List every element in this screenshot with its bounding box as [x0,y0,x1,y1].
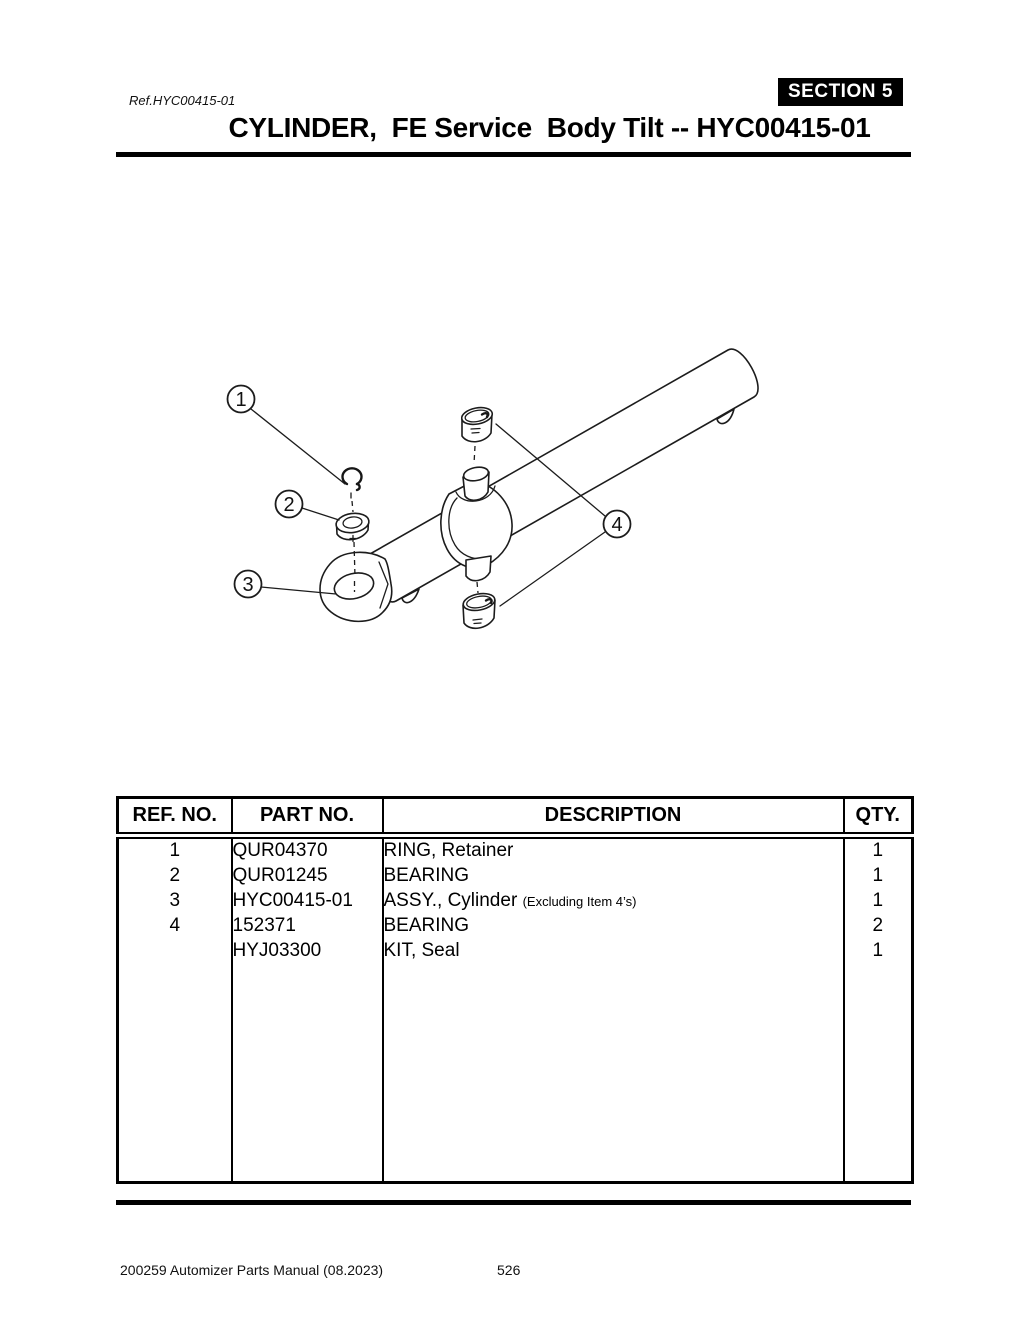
leader-line-1 [250,408,346,485]
cell-part-no: QUR04370 [230,835,384,864]
cell-qty: 1 [842,939,914,964]
cell-description: BEARING [381,864,845,889]
retaining-ring [341,467,363,486]
cell-ref-no: 4 [116,914,233,939]
callout-1-circle [226,384,256,414]
lower-bearing-top [462,592,496,612]
column-header-ref-no: REF. NO. [116,797,233,839]
upper-bearing-bore [464,409,490,423]
reference-label: Ref.HYC00415-01 [129,93,236,108]
description-text: BEARING [383,915,470,936]
trunnion-collar-rim [448,497,487,560]
callout-3-circle [233,569,263,599]
port-boss-right [716,408,735,425]
cell-qty: 1 [842,864,914,889]
table-row: 3 HYC00415-01 ASSY., Cylinder (Excluding… [116,889,914,914]
parts-table-container: REF. NO. PART NO. DESCRIPTION QTY. 1 QUR… [116,796,914,1184]
callout-2-circle [274,489,304,519]
cell-description: ASSY., Cylinder (Excluding Item 4’s) [381,889,845,914]
upper-pin-base [455,485,496,502]
cell-qty: 1 [842,889,914,914]
title-divider-rule [116,152,911,157]
cell-part-no: 152371 [230,914,384,939]
table-row: 4 152371 BEARING 2 [116,914,914,939]
leader-line-3 [260,586,337,595]
bearing-item2-body [335,520,370,541]
parts-table: REF. NO. PART NO. DESCRIPTION QTY. 1 QUR… [116,796,914,1184]
upper-pin-top-face [462,466,490,482]
callout-1-number: 1 [235,389,246,411]
description-text: RING, Retainer [383,840,514,861]
bearing-item2-bore [342,516,363,529]
callout-3-number: 3 [242,574,253,596]
callout-4-number: 4 [611,514,622,536]
cell-description: KIT, Seal [381,939,845,964]
cell-part-no: QUR01245 [230,864,384,889]
upper-bearing-body [461,413,493,443]
description-text: ASSY., Cylinder [383,890,518,911]
rod-end-facet [378,561,389,609]
table-row: 2 QUR01245 BEARING 1 [116,864,914,889]
description-text: KIT, Seal [383,940,460,961]
leader-line-4b [499,531,606,607]
footer-divider-rule [116,1200,911,1205]
empty-cell [842,964,914,1183]
description-text: BEARING [383,865,470,886]
section-badge: SECTION 5 [778,78,903,106]
cell-part-no: HYJ03300 [230,939,384,964]
footer-page-number: 526 [497,1262,521,1278]
rod-end-eye-hole [333,572,375,600]
footer-manual-label: 200259 Automizer Parts Manual (08.2023) [120,1262,384,1278]
column-header-description: DESCRIPTION [381,797,845,839]
table-header-row: REF. NO. PART NO. DESCRIPTION QTY. [116,797,914,839]
callout-2-number: 2 [283,494,294,516]
lower-trunnion-pin [465,555,492,582]
upper-bearing-mark [470,427,481,434]
bearing-item2-top [335,512,370,534]
cell-ref-no [116,939,233,964]
cell-ref-no: 1 [116,835,233,864]
cell-description: BEARING [381,914,845,939]
lower-bearing-mark [472,618,483,625]
upper-trunnion-pin [462,471,490,501]
empty-cell [116,964,233,1183]
empty-cell [381,964,845,1183]
retaining-ring-hook [355,482,361,492]
empty-cell [230,964,384,1183]
trunnion-collar [440,480,513,569]
lower-bearing-tab [484,598,493,605]
column-header-part-no: PART NO. [230,797,384,839]
page-title: CYLINDER, FE Service Body Tilt -- HYC004… [228,112,871,143]
table-empty-space [116,964,914,1183]
upper-bearing-tab [480,412,489,419]
leader-line-2 [301,507,340,521]
column-header-qty: QTY. [842,797,914,839]
callout-4-circle [602,509,632,539]
cell-ref-no: 3 [116,889,233,914]
cell-part-no: HYC00415-01 [230,889,384,914]
leader-line-4a [495,423,606,517]
lower-bearing-bore [466,595,492,609]
cell-qty: 2 [842,914,914,939]
upper-bearing-top [460,406,494,426]
rod-end-eye [319,551,393,623]
centerline-trunnion [473,445,479,594]
bearing-item2-tick [349,534,357,543]
centerline-rod-end [351,500,356,592]
section-badge-number: 5 [881,81,893,102]
section-badge-label: SECTION [788,81,876,102]
port-boss-left [401,588,420,604]
cylinder-barrel [365,348,759,603]
cell-qty: 1 [842,835,914,864]
table-row: HYJ03300 KIT, Seal 1 [116,939,914,964]
cell-description: RING, Retainer [381,835,845,864]
table-row: 1 QUR04370 RING, Retainer 1 [116,835,914,864]
lower-bearing-body [462,599,496,630]
description-note: (Excluding Item 4’s) [522,894,637,909]
cell-ref-no: 2 [116,864,233,889]
